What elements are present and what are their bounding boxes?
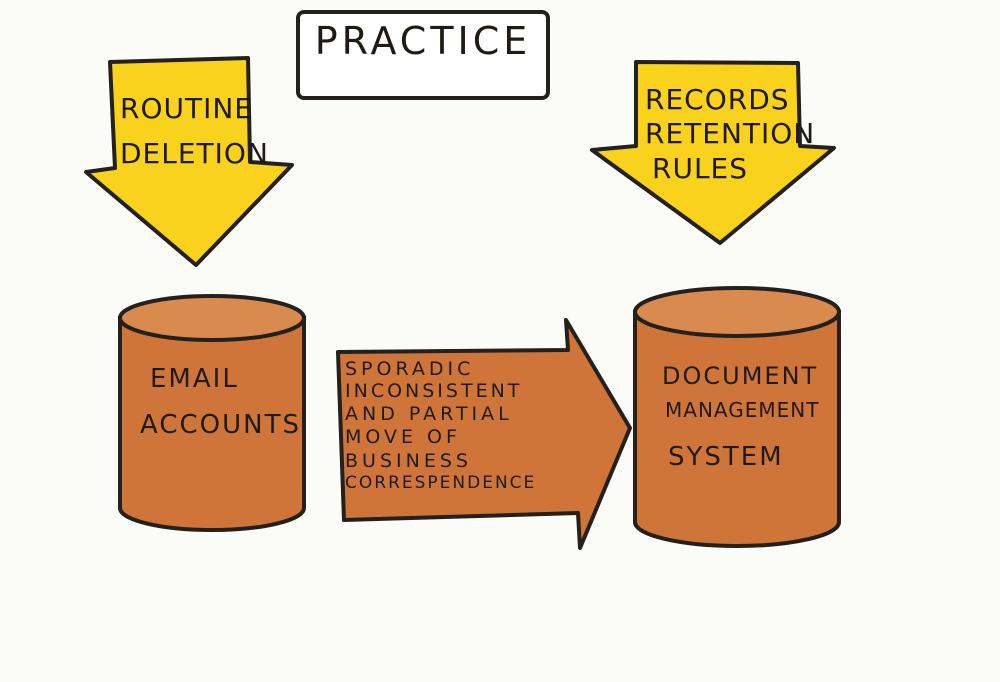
title-box [296,10,550,100]
left-arrow-label-line-2: DELETION [120,137,269,170]
right-store-label-line-3: SYSTEM [668,442,784,472]
right-down-arrow [590,60,836,245]
flow-label-line-3: AND PARTIAL [345,403,513,425]
right-arrow-label-line-1: RECORDS [645,83,790,116]
right-store-label-line-1: DOCUMENT [662,362,819,390]
left-store-label-line-1: EMAIL [150,364,239,394]
flow-label-line-1: SPORADIC [345,358,475,380]
flow-arrow [336,318,632,550]
right-arrow-label-line-2: RETENTION [645,117,816,150]
right-arrow-label-line-3: RULES [652,152,749,185]
right-cylinder [633,286,841,548]
left-cylinder [118,294,306,532]
left-down-arrow [84,56,294,267]
left-store-label-line-2: ACCOUNTS [140,410,301,440]
flow-label-line-4: MOVE OF [345,426,461,448]
flow-label-line-6: CORRESPENDENCE [345,473,537,493]
right-store-label-line-2: MANAGEMENT [665,398,820,422]
left-arrow-label-line-1: ROUTINE [120,92,253,125]
flow-label-line-5: BUSINESS [345,450,472,472]
diagram-title: PRACTICE [314,19,532,63]
flow-label-line-2: INCONSISTENT [345,380,523,402]
